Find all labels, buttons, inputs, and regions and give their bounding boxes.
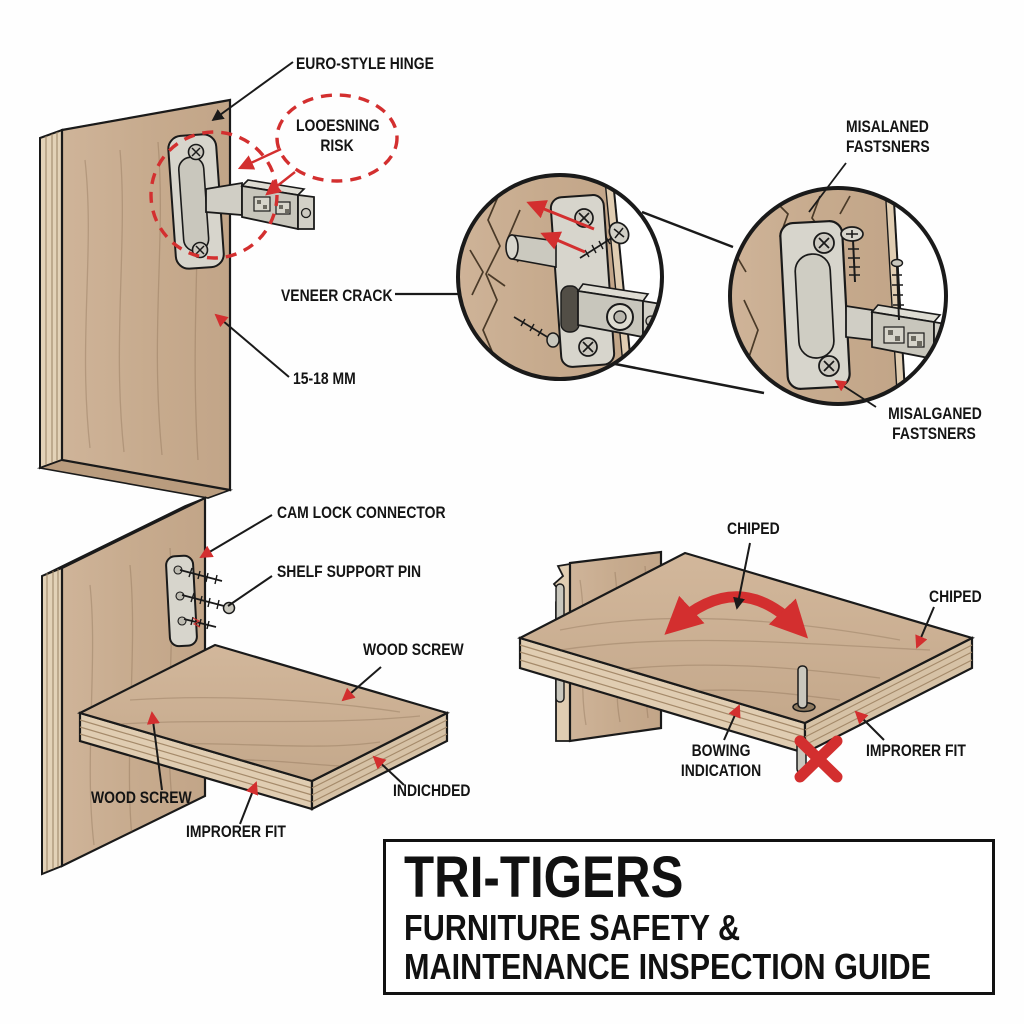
subtitle-line1: FURNITURE SAFETY & [404, 907, 741, 948]
label-veneer-crack: VENEER CRACK [281, 286, 393, 305]
fasteners-top-leader [808, 162, 847, 213]
subtitle-line2: MAINTENANCE INSPECTION GUIDE [404, 946, 932, 987]
protruding-screw [840, 226, 864, 283]
label-chipped-top: CHIPED [727, 519, 780, 538]
euro-hinge-leader [211, 61, 294, 122]
label-loosening-risk: LOOESNING RISK [296, 116, 380, 156]
shelf-assembly-right [517, 542, 975, 783]
label-misaligned-fasteners-bottom: MISALGANED FASTSNERS [888, 404, 982, 444]
arm-screw [890, 258, 904, 321]
label-misaligned-fasteners-top: MISALANED FASTSNERS [846, 117, 930, 157]
brand-title: TRI-TIGERS [404, 845, 684, 910]
shelf-assembly-left [41, 496, 450, 876]
risk-bubble [275, 93, 399, 183]
thickness-leader [214, 313, 290, 378]
label-bowing-indication: BOWING INDICATION [680, 741, 762, 781]
hinge-magnifier-2 [728, 162, 948, 408]
loose-screw [579, 221, 630, 259]
label-improper-fit-left: IMPRORER FIT [186, 822, 286, 841]
label-wood-screw-lower: WOOD SCREW [91, 788, 192, 807]
label-indented: INDICHDED [393, 781, 471, 800]
euro-hinge [167, 133, 315, 270]
title-block: TRI-TIGERS FURNITURE SAFETY & MAINTENANC… [383, 839, 995, 995]
loose-dowel-pin [797, 665, 808, 709]
rejected-x-icon [794, 735, 843, 783]
label-chipped-right: CHIPED [929, 587, 982, 606]
fasteners-bottom-leader [834, 380, 877, 408]
label-improper-fit-right: IMPRORER FIT [866, 741, 966, 760]
label-wood-screw-upper: WOOD SCREW [363, 640, 464, 659]
label-shelf-support-pin: SHELF SUPPORT PIN [277, 562, 422, 581]
label-euro-style-hinge: EURO-STYLE HINGE [296, 54, 434, 73]
label-cam-lock-connector: CAM LOCK CONNECTOR [277, 503, 446, 522]
loose-screw-bottom [513, 316, 560, 348]
shelf-support-pin [222, 601, 236, 615]
label-panel-thickness: 15-18 MM [293, 369, 356, 388]
hinge-magnifier-1 [456, 173, 664, 381]
cam-lock-connector [165, 554, 236, 648]
cabinet-panel-illustration [36, 61, 459, 499]
